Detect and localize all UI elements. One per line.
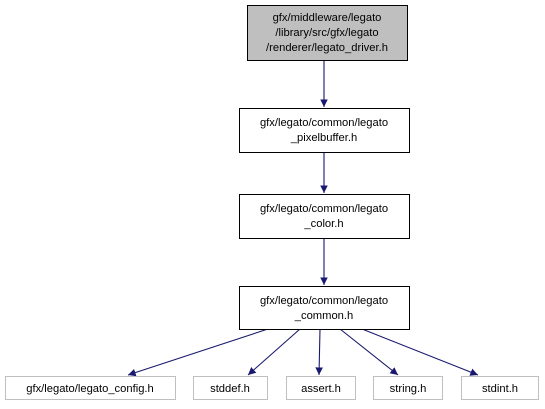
node-stdint-h[interactable]: stdint.h — [461, 376, 539, 400]
node-common-line-1: gfx/legato/common/legato — [260, 295, 388, 307]
node-pixelbuffer-line-1: gfx/legato/common/legato — [260, 117, 388, 129]
node-root-box — [247, 5, 408, 61]
edges — [127, 61, 479, 377]
edge-common-to-stdint — [361, 328, 479, 376]
node-legato-color-h[interactable]: gfx/legato/common/legato _color.h — [239, 194, 410, 239]
node-string-h[interactable]: string.h — [373, 376, 443, 400]
edge-common-to-string — [339, 328, 399, 376]
node-stdint-box — [461, 376, 539, 400]
node-assert-label: assert.h — [301, 383, 341, 395]
node-stddef-label: stddef.h — [210, 383, 250, 395]
node-pixelbuffer-box — [239, 108, 410, 153]
node-config-label: gfx/legato/legato_config.h — [26, 383, 154, 395]
node-legato-config-h[interactable]: gfx/legato/legato_config.h — [5, 376, 176, 400]
node-legato-common-h[interactable]: gfx/legato/common/legato _common.h — [239, 286, 410, 330]
node-common-line-2: _common.h — [294, 310, 353, 322]
node-color-box — [239, 194, 410, 239]
node-common-box — [239, 286, 410, 330]
node-root-line-3: /renderer/legato_driver.h — [266, 42, 388, 54]
node-string-box — [373, 376, 443, 400]
node-string-label: string.h — [390, 383, 427, 395]
node-legato-driver-h[interactable]: gfx/middleware/legato /library/src/gfx/l… — [247, 5, 408, 61]
edge-common-to-assert — [315, 328, 324, 376]
node-pixelbuffer-line-2: _pixelbuffer.h — [290, 132, 357, 144]
edge-common-to-config — [127, 328, 269, 377]
edge-common-to-stddef — [247, 328, 301, 376]
node-config-box — [5, 376, 176, 400]
node-color-line-2: _color.h — [303, 218, 343, 230]
node-stddef-box — [193, 376, 268, 400]
node-stddef-h[interactable]: stddef.h — [193, 376, 268, 400]
node-root-line-2: /library/src/gfx/legato — [275, 27, 378, 39]
node-root-line-1: gfx/middleware/legato — [273, 12, 382, 24]
node-assert-box — [286, 376, 356, 400]
node-assert-h[interactable]: assert.h — [286, 376, 356, 400]
node-legato-pixelbuffer-h[interactable]: gfx/legato/common/legato _pixelbuffer.h — [239, 108, 410, 153]
node-stdint-label: stdint.h — [482, 383, 518, 395]
node-color-line-1: gfx/legato/common/legato — [260, 203, 388, 215]
